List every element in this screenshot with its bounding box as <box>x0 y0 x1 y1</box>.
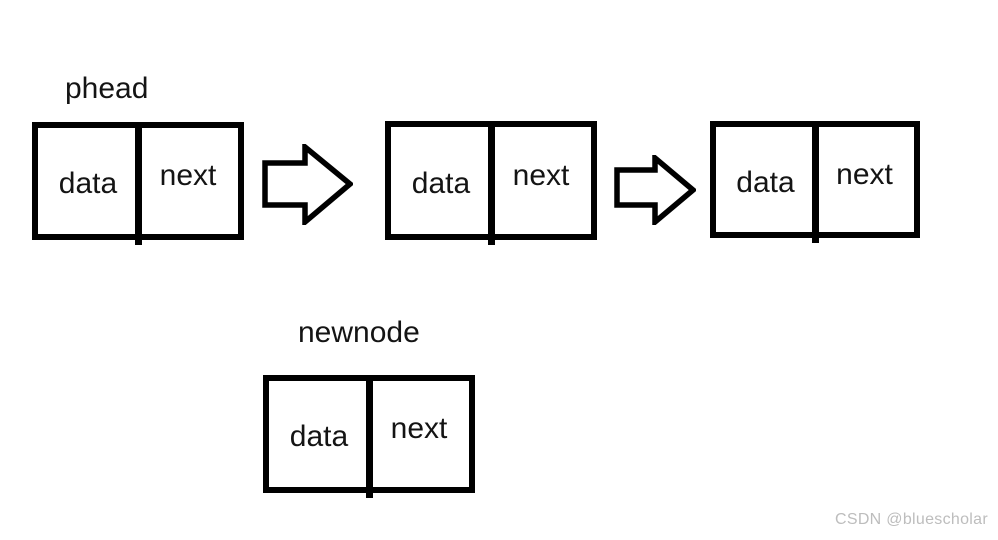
data-cell: data <box>716 127 815 232</box>
next-cell: next <box>491 127 591 234</box>
list-node-3: data next <box>710 121 920 243</box>
data-cell: data <box>269 381 369 487</box>
phead-label: phead <box>65 72 149 105</box>
cell-divider <box>134 128 142 245</box>
cell-divider <box>487 127 495 245</box>
data-cell-label: data <box>411 166 471 200</box>
data-cell-label: data <box>736 165 795 199</box>
next-cell-label: next <box>159 159 217 192</box>
cell-divider <box>365 381 373 498</box>
data-cell-label: data <box>58 167 118 200</box>
next-cell-label: next <box>390 412 448 445</box>
data-cell-label: data <box>289 420 349 453</box>
next-cell: next <box>815 127 914 232</box>
next-cell-label: next <box>512 158 570 192</box>
data-cell: data <box>38 128 138 234</box>
list-node-1: data next <box>32 122 244 245</box>
newnode-label: newnode <box>298 316 420 349</box>
watermark: CSDN @bluescholar <box>835 511 988 528</box>
data-cell: data <box>391 127 491 234</box>
cell-divider <box>811 127 819 243</box>
arrow-right-icon <box>614 155 696 225</box>
next-cell: next <box>138 128 238 234</box>
new-node: data next <box>263 375 475 498</box>
next-cell-label: next <box>836 157 893 191</box>
arrow-right-icon <box>262 144 353 225</box>
next-cell: next <box>369 381 469 487</box>
list-node-2: data next <box>385 121 597 245</box>
